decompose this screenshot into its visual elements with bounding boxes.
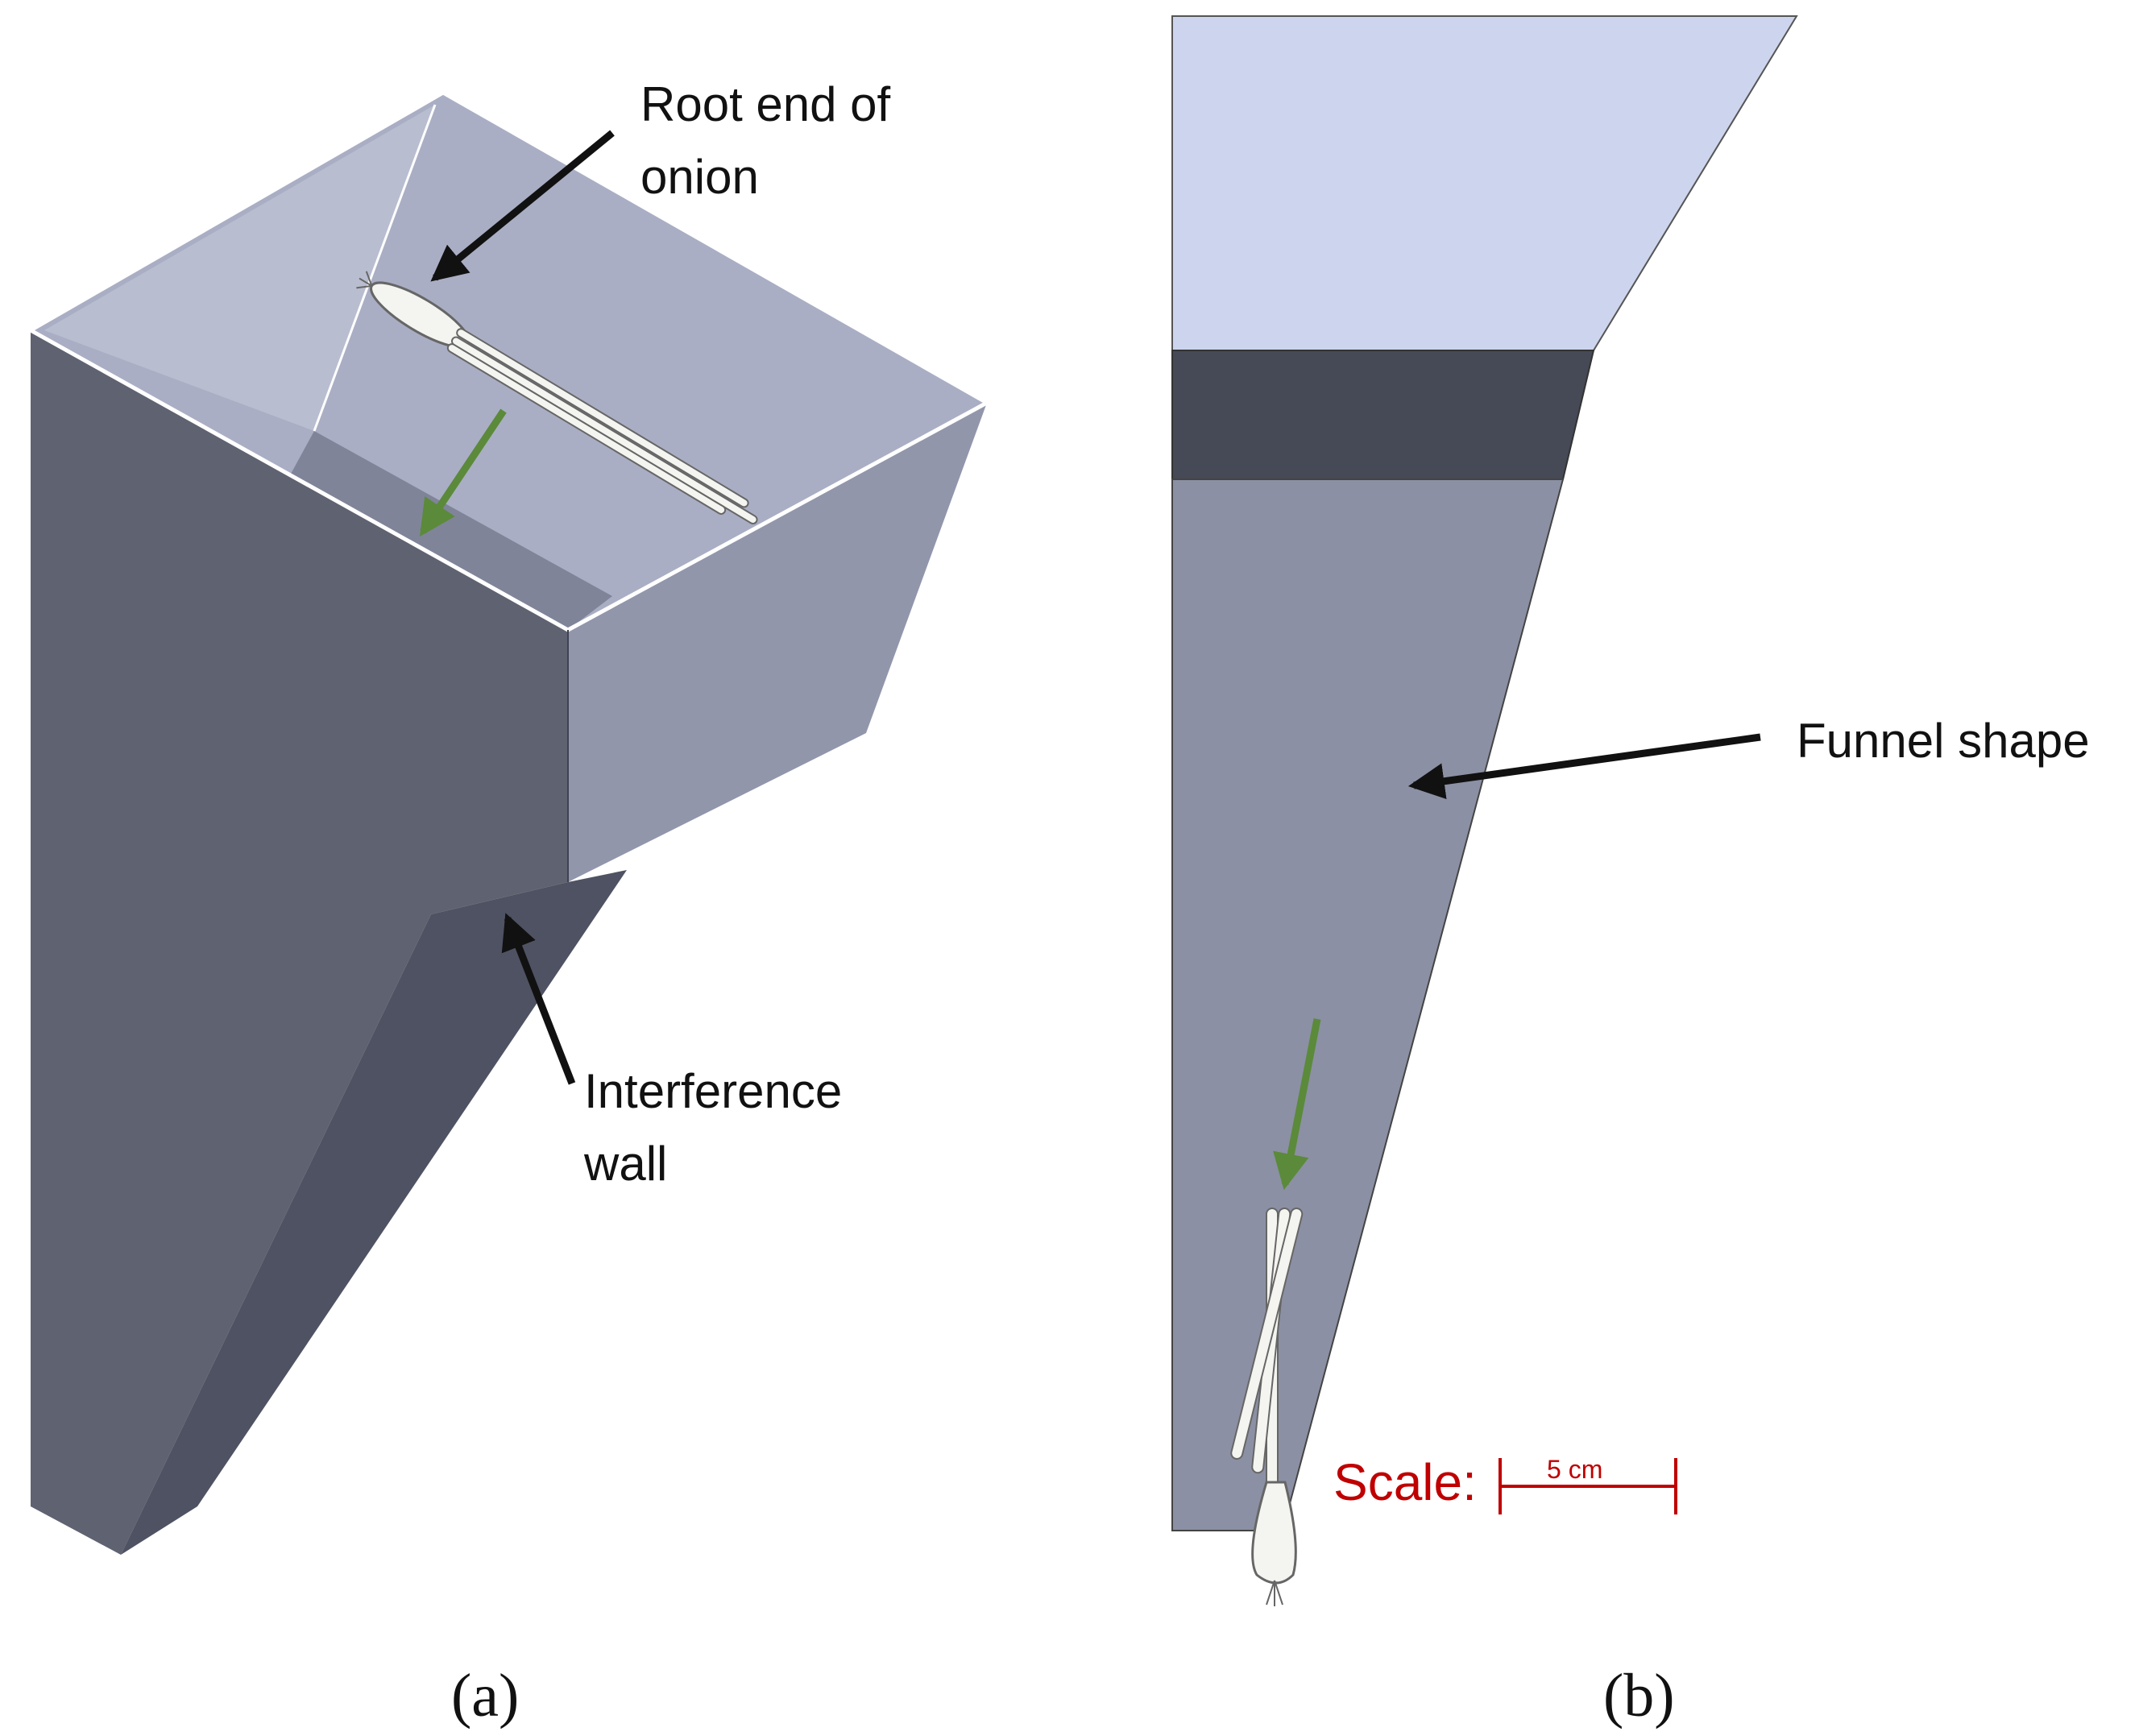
panel-a-hopper: Root end of onion Interference wall (a) — [29, 77, 992, 1730]
hopper-funnel-face — [121, 870, 627, 1555]
hopper-inner-crease — [313, 104, 437, 432]
hopper-inner-left-wall — [44, 105, 435, 431]
black-arrow-icon — [1407, 733, 1761, 800]
label-root-end-line1: Root end of — [640, 77, 891, 131]
black-arrow-icon — [501, 913, 576, 1085]
green-direction-arrow-icon — [1273, 1018, 1321, 1191]
onion-icon — [356, 271, 758, 524]
onion-icon — [1230, 1207, 1304, 1606]
panel-b-caption: (b) — [1603, 1662, 1675, 1730]
funnel-body — [1171, 479, 1565, 1531]
panel-a-caption: (a) — [451, 1662, 519, 1730]
hopper-right-face — [568, 403, 987, 882]
scale-label: Scale: — [1333, 1453, 1477, 1511]
scale-bar: Scale: 5 cm — [1333, 1453, 1677, 1514]
funnel-band — [1171, 350, 1595, 480]
label-funnel-shape: Funnel shape — [1797, 714, 2090, 768]
label-interference-line2: wall — [583, 1137, 667, 1191]
label-root-end-line2: onion — [640, 150, 759, 204]
black-arrow-icon — [430, 130, 615, 282]
hopper-rim — [29, 90, 992, 632]
hopper-left-face — [31, 330, 568, 1555]
scale-value: 5 cm — [1547, 1455, 1602, 1484]
green-direction-arrow-icon — [420, 408, 507, 537]
label-interference-line1: Interference — [584, 1064, 842, 1118]
panel-b-side-view: Funnel shape Scale: 5 cm (b) — [1171, 15, 2090, 1730]
funnel-top-section — [1171, 15, 1798, 351]
